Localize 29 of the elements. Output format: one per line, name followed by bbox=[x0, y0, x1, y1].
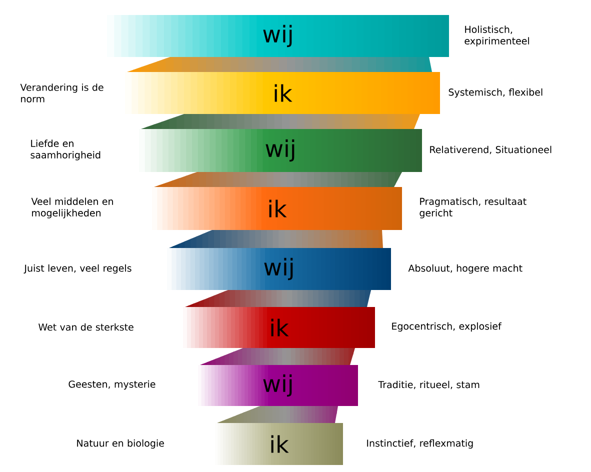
side-label: Holistisch, expirimenteel bbox=[464, 26, 530, 46]
node-label: ik bbox=[271, 435, 289, 453]
side-label: Wet van de sterkste bbox=[38, 323, 134, 331]
side-label: Pragmatisch, resultaat gericht bbox=[420, 198, 526, 218]
side-label: Juist leven, veel regels bbox=[24, 264, 132, 274]
side-label: Instinctief, reflexmatig bbox=[367, 439, 473, 449]
node-label: ik bbox=[274, 84, 292, 102]
side-label: Traditie, ritueel, stam bbox=[378, 380, 480, 390]
level-band: ik bbox=[152, 187, 402, 230]
level-band: wij bbox=[198, 365, 358, 406]
node-label: wij bbox=[263, 374, 292, 397]
node-label: wij bbox=[263, 24, 292, 48]
level-band: wij bbox=[139, 129, 422, 172]
level-band: wij bbox=[107, 15, 449, 57]
node-label: wij bbox=[266, 139, 294, 162]
level-band: ik bbox=[215, 423, 343, 465]
side-label: Verandering is de norm bbox=[20, 84, 104, 102]
node-label: wij bbox=[264, 258, 293, 280]
side-label: Veel middelen en mogelijkheden bbox=[31, 198, 113, 218]
node-label: ik bbox=[269, 200, 287, 218]
level-band: wij bbox=[167, 248, 391, 290]
side-label: Natuur en biologie bbox=[77, 439, 164, 449]
level-band: ik bbox=[183, 307, 375, 348]
side-label: Egocentrisch, explosief bbox=[392, 322, 502, 332]
side-label: Geesten, mysterie bbox=[68, 380, 156, 390]
node-label: ik bbox=[271, 318, 289, 336]
side-label: Liefde en saamhorigheid bbox=[30, 140, 100, 160]
side-label: Absoluut, hogere macht bbox=[408, 264, 522, 274]
level-band: ik bbox=[125, 72, 440, 114]
